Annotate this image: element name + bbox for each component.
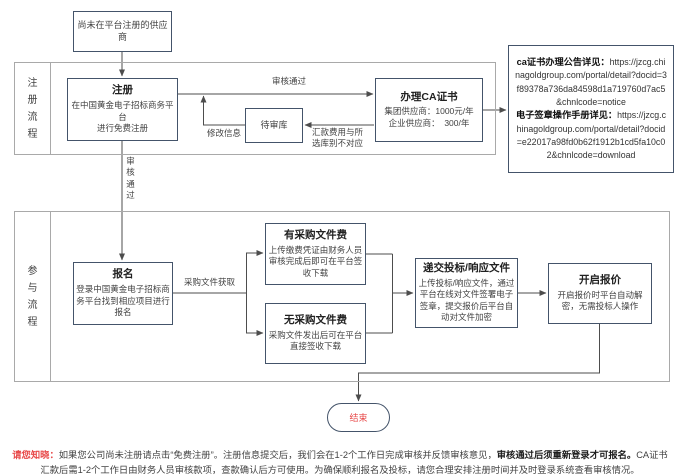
lane-participate-header: 参 与 流 程 xyxy=(15,212,51,381)
info-manual-label: 电子签章操作手册详见： xyxy=(516,110,618,120)
edge-open-to-end xyxy=(355,324,600,402)
node-ca-certificate-title: 办理CA证书 xyxy=(400,90,458,103)
info-box: ca证书办理公告详见：https://jzcg.chinagoldgroup.c… xyxy=(508,45,674,173)
node-no-doc-fee-title: 无采购文件费 xyxy=(284,314,347,327)
node-end: 结束 xyxy=(327,403,390,432)
footnote-bold: 审核通过后须重新登录才可报名。 xyxy=(496,450,637,461)
lane-participate: 参 与 流 程 xyxy=(14,211,670,382)
footnote-part1: 如果您公司尚未注册请点击“免费注册”。注册信息提交后，我们会在1-2个工作日完成… xyxy=(58,450,497,461)
info-notice-url: https://jzcg.chinagoldgroup.com/portal/d… xyxy=(515,56,667,107)
node-unregistered-supplier-label: 尚未在平台注册的供应商 xyxy=(77,19,168,42)
label-approved: 审核通过 xyxy=(272,76,307,86)
node-submit-bid: 递交投标/响应文件 上传投标/响应文件，通过 平台在线对文件签署电子 签章，提交… xyxy=(415,258,518,328)
node-unregistered-supplier: 尚未在平台注册的供应商 xyxy=(73,11,172,52)
edge-pending-to-register xyxy=(200,95,245,126)
node-with-doc-fee-title: 有采购文件费 xyxy=(284,228,347,241)
node-register-body: 在中国黄金电子招标商务平台 进行免费注册 xyxy=(71,100,174,134)
node-ca-price-enterprise: 企业供应商： 300/年 xyxy=(388,117,470,128)
lane-participate-label: 参 与 流 程 xyxy=(27,265,38,328)
label-doc-fetch: 采购文件获取 xyxy=(184,277,236,287)
node-ca-certificate: 办理CA证书 集团供应商：1000元/年 企业供应商： 300/年 xyxy=(375,78,483,142)
info-manual: 电子签章操作手册详见：https://jzcg.chinagoldgroup.c… xyxy=(515,109,667,162)
label-approved-vertical: 审 核 通 过 xyxy=(126,156,135,201)
node-ca-price-group: 集团供应商：1000元/年 xyxy=(384,106,474,117)
node-with-doc-fee-body: 上传缴费凭证由财务人员 审核完成后即可在平台签 收下载 xyxy=(268,244,363,278)
node-register-title: 注册 xyxy=(112,84,133,97)
node-pending-review: 待审库 xyxy=(245,108,303,143)
footnote-part2: CA证书汇款后需1-2个工作日由财务人员审核款项，查款确认后方可使用。为确保顺利… xyxy=(40,450,668,476)
info-manual-url: https://jzcg.chinagoldgroup.com/portal/d… xyxy=(516,110,666,161)
label-remit-mismatch: 汇款费用与所 选库别不对应 xyxy=(312,127,364,149)
lane-register-label: 注 册 流 程 xyxy=(27,77,38,140)
node-open-quote-title: 开启报价 xyxy=(579,274,621,287)
node-with-doc-fee: 有采购文件费 上传缴费凭证由财务人员 审核完成后即可在平台签 收下载 xyxy=(265,223,366,285)
node-end-label: 结束 xyxy=(349,413,368,423)
node-open-quote: 开启报价 开启报价时平台自动解 密，无需投标人操作 xyxy=(548,263,652,324)
node-open-quote-body: 开启报价时平台自动解 密，无需投标人操作 xyxy=(557,289,643,312)
node-signup-title: 报名 xyxy=(112,268,134,281)
footnote-label: 请您知晓： xyxy=(12,450,59,461)
node-submit-bid-title: 递交投标/响应文件 xyxy=(423,262,510,275)
footnote: 请您知晓：如果您公司尚未注册请点击“免费注册”。注册信息提交后，我们会在1-2个… xyxy=(12,448,668,476)
lane-register-header: 注 册 流 程 xyxy=(15,63,51,154)
node-register: 注册 在中国黄金电子招标商务平台 进行免费注册 xyxy=(67,78,178,141)
node-submit-bid-body: 上传投标/响应文件，通过 平台在线对文件签署电子 签章，提交报价后平台自 动对文… xyxy=(418,277,515,323)
node-pending-review-label: 待审库 xyxy=(260,119,288,130)
node-no-doc-fee: 无采购文件费 采购文件发出后可在平台 直接签收下载 xyxy=(265,303,366,364)
label-modify-info: 修改信息 xyxy=(207,128,242,138)
info-notice: ca证书办理公告详见：https://jzcg.chinagoldgroup.c… xyxy=(515,56,667,109)
info-notice-label: ca证书办理公告详见： xyxy=(516,56,610,67)
node-no-doc-fee-body: 采购文件发出后可在平台 直接签收下载 xyxy=(268,329,363,352)
node-signup-body: 登录中国黄金电子招标商 务平台找到相应项目进行 报名 xyxy=(76,284,170,318)
lane-register: 注 册 流 程 xyxy=(14,62,496,155)
node-signup: 报名 登录中国黄金电子招标商 务平台找到相应项目进行 报名 xyxy=(73,262,173,325)
